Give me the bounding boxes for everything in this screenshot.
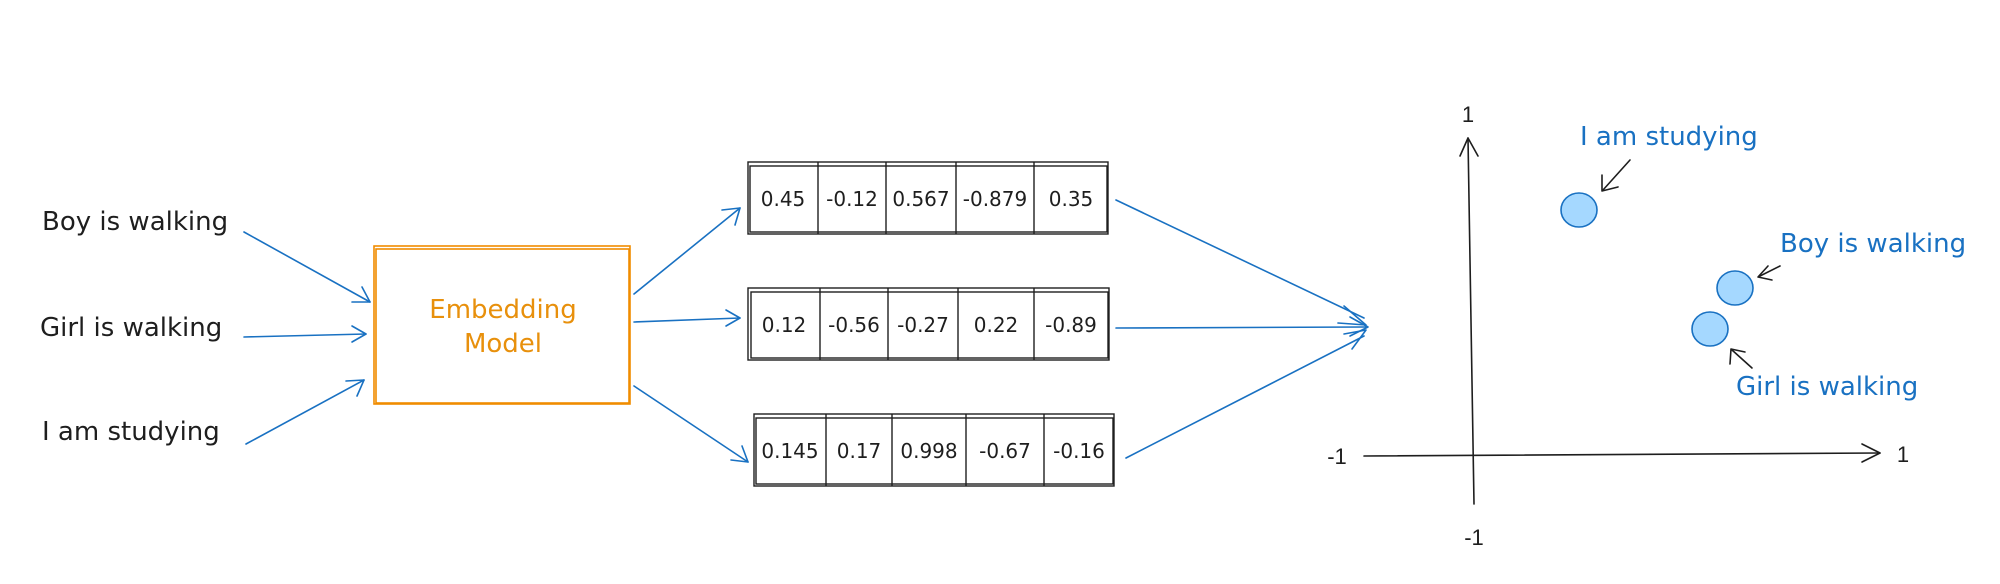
vector-3-cell-2: 0.17 [837, 439, 882, 463]
point-label-boy-is-walking: Boy is walking [1780, 229, 1966, 259]
vector-1-cell-3: 0.567 [892, 187, 949, 211]
point-label-i-am-studying: I am studying [1580, 122, 1758, 152]
point-boy-is-walking [1716, 270, 1754, 306]
vector-1-cell-2: -0.12 [826, 187, 878, 211]
y-axis-min-label: -1 [1464, 525, 1484, 550]
arrow-study-to-model [245, 379, 365, 445]
vector-2-cell-5: -0.89 [1045, 313, 1097, 337]
vector-1-cell-1: 0.45 [761, 187, 806, 211]
vector-1-cell-4: -0.879 [963, 187, 1027, 211]
vector-2-cell-3: -0.27 [897, 313, 949, 337]
arrow-model-to-vector-2 [633, 309, 741, 327]
input-sentence-study: I am studying [42, 417, 220, 447]
vector-3-cell-1: 0.145 [761, 439, 818, 463]
arrow-vectors-to-plot [1115, 199, 1369, 459]
arrow-model-to-vector-3 [633, 385, 749, 463]
x-axis-arrowhead [1861, 443, 1881, 463]
x-axis-min-label: -1 [1327, 444, 1347, 469]
vector-1-cell-5: 0.35 [1049, 187, 1094, 211]
x-axis-max-label: 1 [1897, 442, 1909, 467]
input-sentence-girl: Girl is walking [40, 313, 222, 343]
vector-2-cell-1: 0.12 [762, 313, 807, 337]
point-label-girl-is-walking: Girl is walking [1736, 372, 1918, 402]
y-axis-arrowhead [1459, 137, 1479, 157]
input-sentence-boy: Boy is walking [42, 207, 228, 237]
vector-row-2: 0.12 -0.56 -0.27 0.22 -0.89 [747, 287, 1110, 361]
vector-3-cell-4: -0.67 [979, 439, 1031, 463]
y-axis [1467, 137, 1475, 505]
vector-3-cell-5: -0.16 [1053, 439, 1105, 463]
vector-3-cell-3: 0.998 [900, 439, 957, 463]
pointer-arrow-girl-is-walking [1729, 348, 1753, 369]
point-girl-is-walking [1691, 311, 1729, 347]
y-axis-max-label: 1 [1462, 102, 1474, 127]
pointer-arrow-i-am-studying [1601, 159, 1631, 192]
point-i-am-studying [1560, 192, 1598, 228]
coordinate-plot: -1 1 -1 1 I am studying Boy is walking G… [1327, 102, 1966, 550]
vector-2-cell-4: 0.22 [974, 313, 1019, 337]
model-label-line1: Embedding [429, 295, 576, 325]
pointer-arrow-boy-is-walking [1757, 265, 1781, 281]
arrow-boy-to-model [243, 231, 371, 303]
vector-row-1: 0.45 -0.12 0.567 -0.879 0.35 [747, 161, 1109, 235]
arrow-girl-to-model [243, 325, 367, 343]
model-label-line2: Model [464, 329, 542, 359]
x-axis [1363, 452, 1881, 457]
arrow-model-to-vector-1 [633, 207, 741, 295]
vector-row-3: 0.145 0.17 0.998 -0.67 -0.16 [753, 413, 1115, 487]
embedding-model-box: Embedding Model [373, 245, 631, 405]
vector-2-cell-2: -0.56 [828, 313, 880, 337]
